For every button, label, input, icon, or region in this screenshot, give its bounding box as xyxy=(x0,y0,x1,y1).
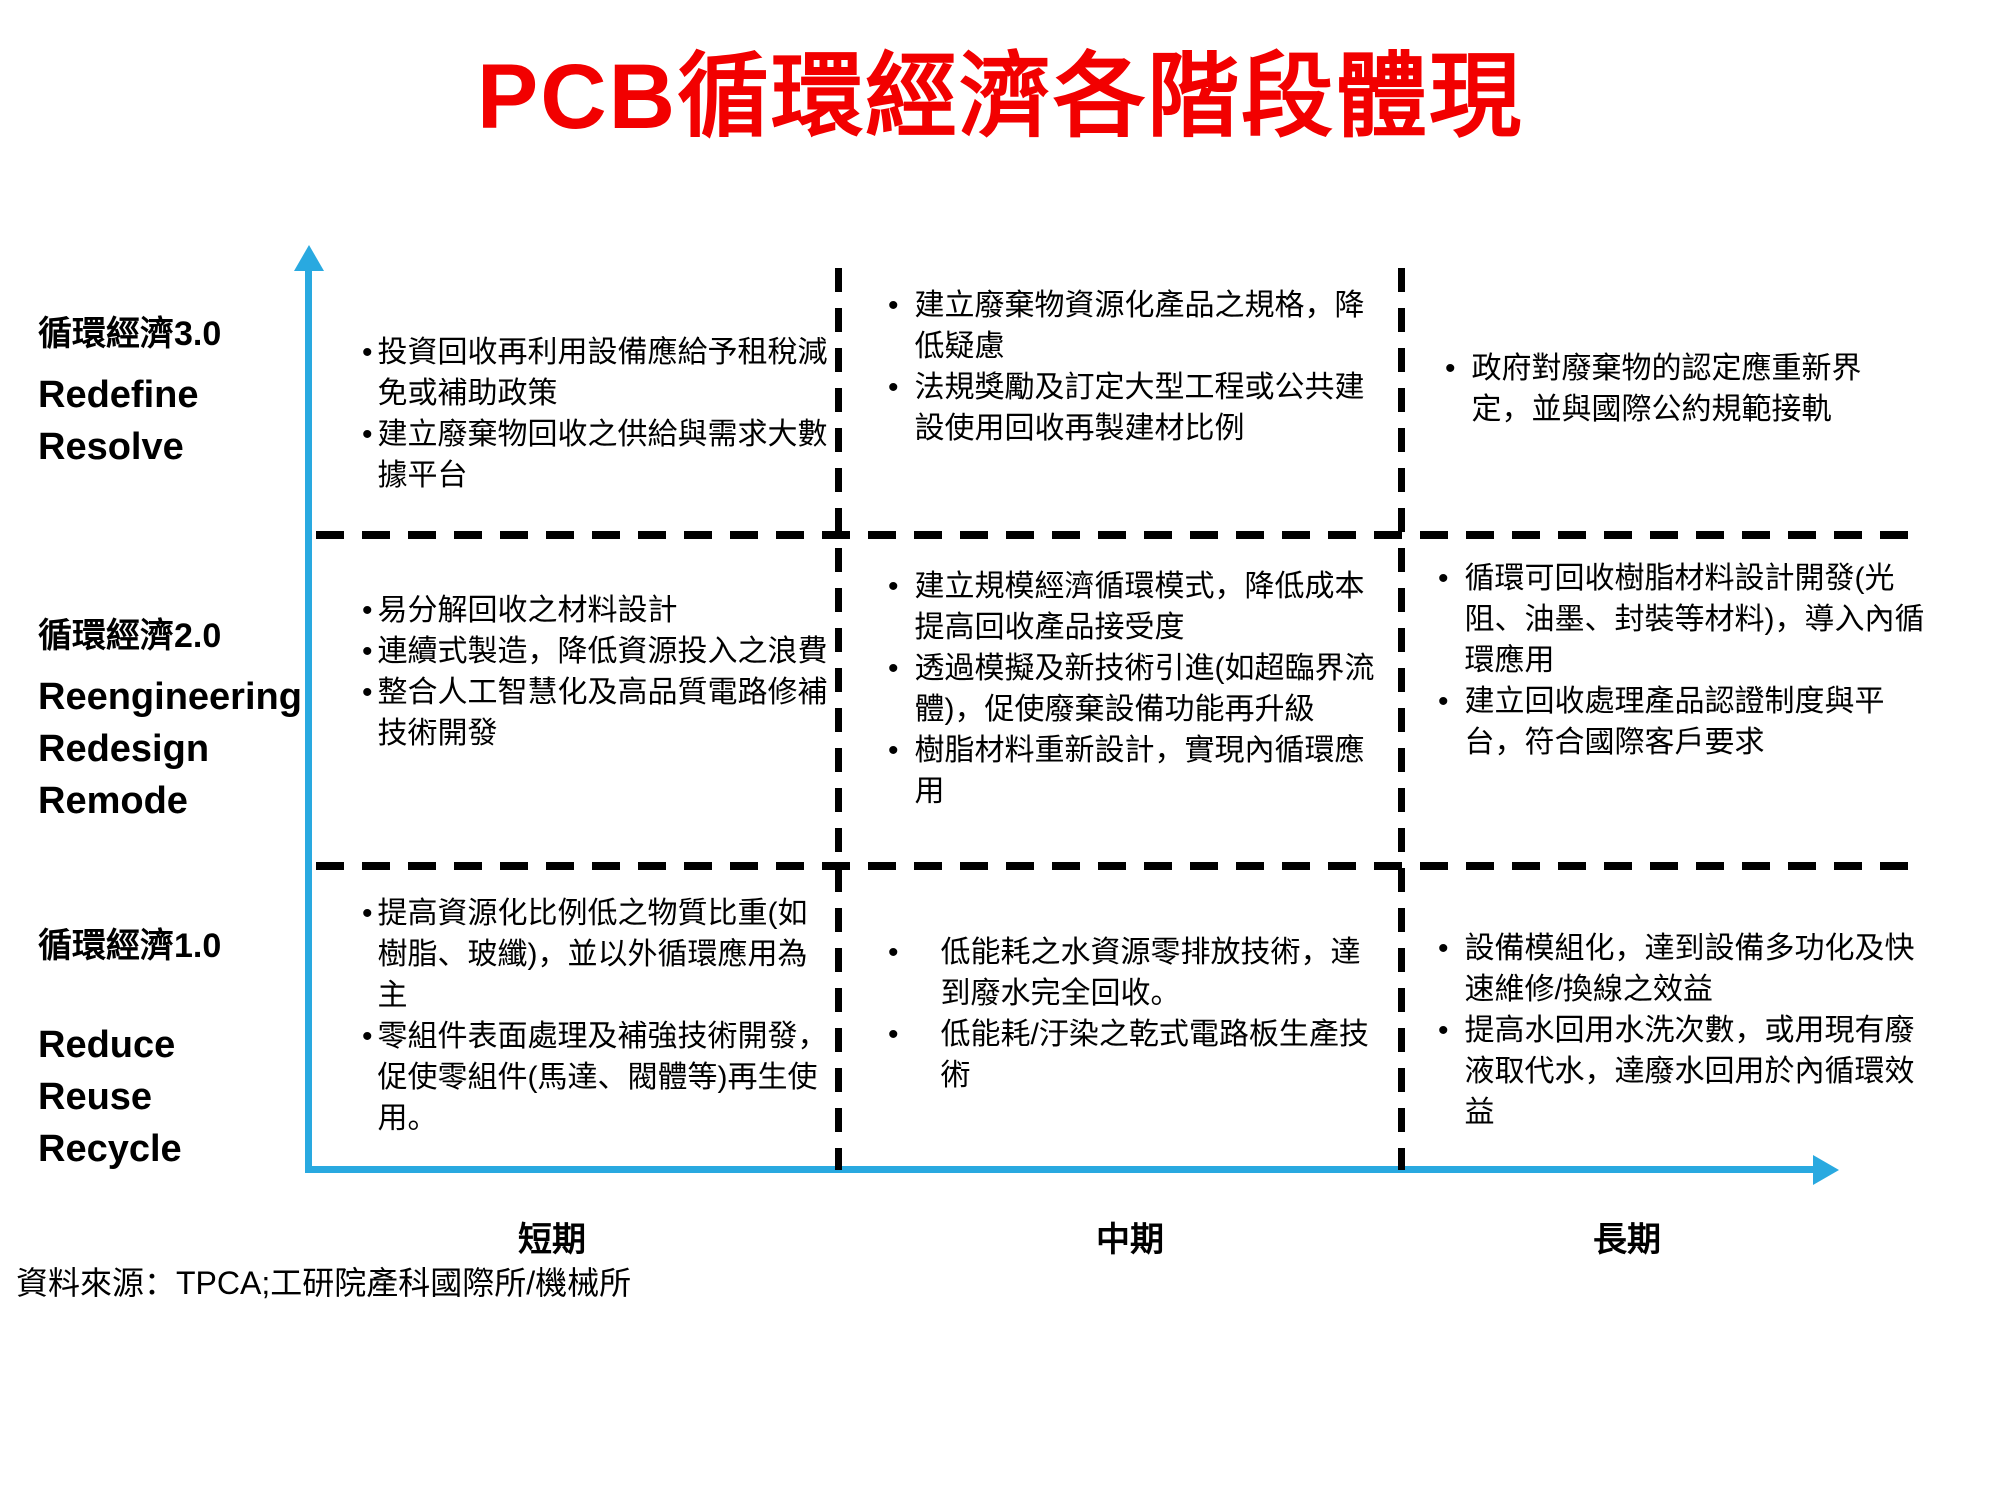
x-axis-line xyxy=(305,1166,1817,1173)
bullet-item: • 整合人工智慧化及高品質電路修補技術開發 xyxy=(362,672,832,754)
cell-r2-short-term: • 易分解回收之材料設計 • 連續式製造，降低資源投入之浪費 • 整合人工智慧化… xyxy=(362,590,832,754)
bullet-text: 樹脂材料重新設計，實現內循環應用 xyxy=(914,734,1365,808)
bullet-item: • 建立回收處理產品認證制度與平台，符合國際客戶要求 xyxy=(1438,681,1928,763)
cell-r1-mid-term: • 建立廢棄物資源化產品之規格，降低疑慮 • 法規獎勵及訂定大型工程或公共建設使… xyxy=(888,285,1368,449)
vertical-divider-2 xyxy=(1398,268,1405,1170)
bullet-item: • 建立規模經濟循環模式，降低成本提高回收產品接受度 xyxy=(888,566,1378,648)
row-label-3-0: 循環經濟3.0 Redefine Resolve xyxy=(38,306,308,473)
bullet-text: 零組件表面處理及補強技術開發，促使零組件(馬達、閥體等)再生使用。 xyxy=(377,1020,828,1135)
row-label-en: Reduce xyxy=(38,1024,176,1066)
x-label-long-term: 長期 xyxy=(1593,1221,1661,1259)
bullet-item: • 建立廢棄物資源化產品之規格，降低疑慮 xyxy=(888,285,1368,367)
bullet-text: 政府對廢棄物的認定應重新界定，並與國際公約規範接軌 xyxy=(1471,352,1862,426)
row-label-en: Remode xyxy=(38,780,188,822)
row-label-1-0: 循環經濟1.0 Reduce Reuse Recycle xyxy=(38,918,308,1175)
bullet-icon: • xyxy=(888,289,899,322)
bullet-item: • 投資回收再利用設備應給予租稅減免或補助政策 xyxy=(362,332,832,414)
bullet-text: 整合人工智慧化及高品質電路修補技術開發 xyxy=(377,676,828,750)
row-label-en: Redesign xyxy=(38,728,210,770)
bullet-text: 連續式製造，降低資源投入之浪費 xyxy=(377,635,828,668)
bullet-icon: • xyxy=(362,1020,373,1053)
bullet-text: 建立廢棄物回收之供給與需求大數據平台 xyxy=(377,418,828,492)
bullet-icon: • xyxy=(888,1018,899,1051)
bullet-icon: • xyxy=(888,652,899,685)
bullet-text: 提高資源化比例低之物質比重(如樹脂、玻纖)，並以外循環應用為主 xyxy=(377,897,808,1012)
bullet-text: 投資回收再利用設備應給予租稅減免或補助政策 xyxy=(377,336,828,410)
row-label-en: Resolve xyxy=(38,426,184,468)
bullet-icon: • xyxy=(888,371,899,404)
cell-r2-mid-term: • 建立規模經濟循環模式，降低成本提高回收產品接受度 • 透過模擬及新技術引進(… xyxy=(888,566,1378,812)
bullet-item: • 提高水回用水洗次數，或用現有廢液取代水，達廢水回用於內循環效益 xyxy=(1438,1010,1928,1133)
bullet-item: • 易分解回收之材料設計 xyxy=(362,590,832,631)
row-label-en: Reengineering xyxy=(38,676,302,718)
bullet-text: 設備模組化，達到設備多功化及快速維修/換線之效益 xyxy=(1464,932,1915,1006)
cell-r1-short-term: • 投資回收再利用設備應給予租稅減免或補助政策 • 建立廢棄物回收之供給與需求大… xyxy=(362,332,832,496)
horizontal-divider-2 xyxy=(316,862,1916,870)
bullet-item: • 樹脂材料重新設計，實現內循環應用 xyxy=(888,730,1378,812)
bullet-item: • 低能耗之水資源零排放技術，達到廢水完全回收。 xyxy=(888,932,1378,1014)
bullet-text: 提高水回用水洗次數，或用現有廢液取代水，達廢水回用於內循環效益 xyxy=(1464,1014,1915,1129)
bullet-icon: • xyxy=(1438,562,1449,595)
bullet-icon: • xyxy=(1438,1014,1449,1047)
x-label-short-term: 短期 xyxy=(518,1221,586,1259)
bullet-icon: • xyxy=(888,734,899,767)
cell-r3-short-term: • 提高資源化比例低之物質比重(如樹脂、玻纖)，並以外循環應用為主 • 零組件表… xyxy=(362,893,832,1139)
bullet-icon: • xyxy=(362,336,373,369)
row-label-zh: 循環經濟2.0 xyxy=(38,617,222,655)
bullet-item: • 提高資源化比例低之物質比重(如樹脂、玻纖)，並以外循環應用為主 xyxy=(362,893,832,1016)
row-label-2-0: 循環經濟2.0 Reengineering Redesign Remode xyxy=(38,608,308,827)
bullet-text: 循環可回收樹脂材料設計開發(光阻、油墨、封裝等材料)，導入內循環應用 xyxy=(1464,562,1925,677)
bullet-icon: • xyxy=(1445,352,1456,385)
y-axis-arrow-icon xyxy=(294,245,324,271)
bullet-text: 建立規模經濟循環模式，降低成本提高回收產品接受度 xyxy=(914,570,1365,644)
bullet-icon: • xyxy=(362,635,373,668)
bullet-item: • 低能耗/汙染之乾式電路板生產技術 xyxy=(888,1014,1378,1096)
bullet-icon: • xyxy=(1438,932,1449,965)
cell-r2-long-term: • 循環可回收樹脂材料設計開發(光阻、油墨、封裝等材料)，導入內循環應用 • 建… xyxy=(1438,558,1928,763)
bullet-item: • 零組件表面處理及補強技術開發，促使零組件(馬達、閥體等)再生使用。 xyxy=(362,1016,832,1139)
bullet-text: 建立回收處理產品認證制度與平台，符合國際客戶要求 xyxy=(1464,685,1885,759)
bullet-item: • 設備模組化，達到設備多功化及快速維修/換線之效益 xyxy=(1438,928,1928,1010)
bullet-icon: • xyxy=(888,570,899,603)
y-axis-line xyxy=(305,268,312,1172)
row-label-en: Redefine xyxy=(38,374,199,416)
x-label-mid-term: 中期 xyxy=(1096,1221,1164,1259)
bullet-item: • 透過模擬及新技術引進(如超臨界流體)，促使廢棄設備功能再升級 xyxy=(888,648,1378,730)
row-label-zh: 循環經濟3.0 xyxy=(38,315,222,353)
bullet-text: 建立廢棄物資源化產品之規格，降低疑慮 xyxy=(914,289,1365,363)
row-label-en: Recycle xyxy=(38,1128,182,1170)
cell-r3-mid-term: • 低能耗之水資源零排放技術，達到廢水完全回收。 • 低能耗/汙染之乾式電路板生… xyxy=(888,932,1378,1096)
bullet-text: 法規獎勵及訂定大型工程或公共建設使用回收再製建材比例 xyxy=(914,371,1365,445)
bullet-text: 低能耗/汙染之乾式電路板生產技術 xyxy=(940,1018,1369,1092)
bullet-icon: • xyxy=(362,418,373,451)
row-label-zh: 循環經濟1.0 xyxy=(38,927,222,965)
bullet-item: • 建立廢棄物回收之供給與需求大數據平台 xyxy=(362,414,832,496)
vertical-divider-1 xyxy=(835,268,842,1170)
x-axis-arrow-icon xyxy=(1813,1155,1839,1185)
bullet-icon: • xyxy=(362,676,373,709)
row-label-en: Reuse xyxy=(38,1076,153,1118)
bullet-text: 易分解回收之材料設計 xyxy=(377,594,678,627)
cell-r3-long-term: • 設備模組化，達到設備多功化及快速維修/換線之效益 • 提高水回用水洗次數，或… xyxy=(1438,928,1928,1133)
bullet-item: • 循環可回收樹脂材料設計開發(光阻、油墨、封裝等材料)，導入內循環應用 xyxy=(1438,558,1928,681)
bullet-icon: • xyxy=(362,594,373,627)
bullet-icon: • xyxy=(888,936,899,969)
bullet-icon: • xyxy=(1438,685,1449,718)
bullet-item: • 連續式製造，降低資源投入之浪費 xyxy=(362,631,832,672)
bullet-text: 透過模擬及新技術引進(如超臨界流體)，促使廢棄設備功能再升級 xyxy=(914,652,1375,726)
source-note: 資料來源：TPCA;工研院產科國際所/機械所 xyxy=(16,1265,632,1301)
cell-r1-long-term: • 政府對廢棄物的認定應重新界定，並與國際公約規範接軌 xyxy=(1445,348,1915,430)
bullet-item: • 政府對廢棄物的認定應重新界定，並與國際公約規範接軌 xyxy=(1445,348,1915,430)
page-title: PCB循環經濟各階段體現 xyxy=(476,46,1524,148)
bullet-item: • 法規獎勵及訂定大型工程或公共建設使用回收再製建材比例 xyxy=(888,367,1368,449)
bullet-text: 低能耗之水資源零排放技術，達到廢水完全回收。 xyxy=(940,936,1361,1010)
horizontal-divider-1 xyxy=(316,531,1916,539)
bullet-icon: • xyxy=(362,897,373,930)
